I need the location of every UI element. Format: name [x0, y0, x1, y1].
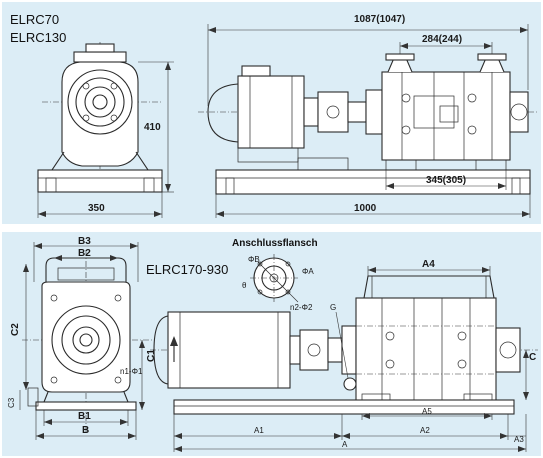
top-drawing-svg: ELRC70 ELRC130: [10, 12, 538, 218]
bottom-drawing-panel: ELRC170-930: [2, 232, 541, 456]
top-drawing-panel: ELRC70 ELRC130: [2, 2, 541, 224]
bottom-drawing-svg: ELRC170-930: [7, 236, 538, 452]
flange-phi-b: ΦB: [248, 255, 260, 264]
b-label: B: [82, 425, 89, 436]
c2-label: C2: [10, 323, 21, 336]
side-view-pump: [37, 42, 163, 193]
flange-theta: θ: [242, 281, 247, 290]
pump-length-value: 345(305): [426, 175, 466, 186]
dimension-c1: C1: [139, 340, 157, 410]
n1-phi1-label: n1-Φ1: [120, 367, 143, 376]
a2-label: A2: [420, 426, 430, 435]
a3-label: A3: [514, 435, 524, 444]
b1-label: B1: [78, 411, 91, 422]
flange-title: Anschlussflansch: [232, 238, 318, 249]
dimension-a5: A5: [361, 407, 493, 420]
b2-label: B2: [78, 248, 91, 259]
a5-label: A5: [422, 407, 432, 416]
front-view-assembly-large: [150, 275, 538, 415]
dimension-c2: C2: [10, 264, 29, 390]
dimension-b1: B1: [43, 410, 129, 426]
b3-label: B3: [78, 236, 91, 247]
flange-span-value: 284(244): [422, 34, 462, 45]
dimension-total-length: 1087(1047): [207, 14, 529, 106]
dimension-b: B: [35, 410, 137, 440]
a-label: A: [342, 440, 348, 449]
a1-label: A1: [254, 426, 264, 435]
side-view-pump-large: [22, 250, 152, 432]
flange-n2-phi2: n2-Φ2: [290, 303, 313, 312]
dimension-height: 410: [138, 61, 174, 193]
c3-label: C3: [7, 397, 16, 408]
dimension-base-width: 350: [37, 192, 163, 218]
height-value: 410: [144, 122, 161, 133]
a4-label: A4: [422, 259, 435, 270]
dimension-a4: A4: [367, 259, 491, 276]
dimension-b3: B3: [33, 236, 139, 282]
flange-phi-a: ΦA: [302, 267, 314, 276]
model-label-elrc70: ELRC70: [10, 12, 59, 27]
model-label-elrc170-930: ELRC170-930: [146, 262, 228, 277]
c1-label: C1: [146, 349, 157, 362]
dimension-pump-length: 345(305): [385, 170, 507, 190]
dimension-a: A: [174, 440, 526, 452]
dimension-c: C: [523, 350, 536, 400]
dimension-a1-a2-a3: A1 A2 A3: [173, 414, 527, 452]
base-width-value: 350: [88, 203, 105, 214]
total-length-value: 1087(1047): [354, 14, 405, 25]
base-length-value: 1000: [354, 203, 377, 214]
front-view-assembly: [198, 53, 538, 195]
g-label: G: [330, 303, 336, 312]
model-label-elrc130: ELRC130: [10, 30, 66, 45]
dimension-c3: C3: [7, 390, 21, 410]
dimension-flange-span: 284(244): [399, 34, 493, 54]
dimension-base-length: 1000: [215, 194, 531, 218]
connection-flange-detail: Anschlussflansch ΦB ΦA θ n2-Φ2: [232, 238, 318, 312]
c-label: C: [529, 352, 536, 363]
dimension-b2: B2: [54, 248, 118, 261]
